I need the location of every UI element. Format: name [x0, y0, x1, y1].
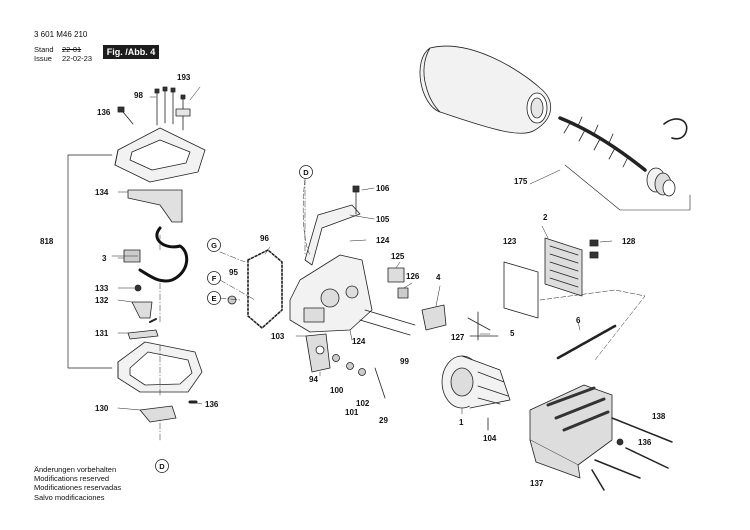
part-label: 124 [376, 236, 390, 245]
screw-136-top [122, 111, 134, 125]
part-label: 96 [260, 234, 269, 243]
issue-value: 22-02-23 [62, 54, 93, 63]
bracket-818 [67, 154, 113, 369]
bush-95 [227, 295, 237, 305]
part-4 [421, 304, 447, 331]
part-label: 138 [652, 412, 666, 421]
part-label: 95 [229, 268, 238, 277]
handle-frame-top [114, 127, 206, 183]
marker-e [207, 291, 221, 305]
cover-137 [529, 384, 613, 479]
part-126 [397, 287, 409, 299]
foot-130 [139, 405, 177, 423]
screws-138-136 [591, 417, 673, 491]
part-label: 818 [40, 237, 54, 246]
part-label: 3 [102, 254, 107, 263]
part-label: 131 [95, 329, 109, 338]
part-125 [387, 267, 405, 283]
section-markers [155, 165, 313, 473]
part-label: 123 [503, 237, 517, 246]
document-number: 3 601 M46 210 [34, 30, 88, 39]
bolt-102 [358, 368, 366, 376]
marker-g-label: G [211, 241, 217, 250]
filter-123 [503, 261, 539, 319]
screws-98 [154, 86, 186, 131]
issue-label: Issue [34, 54, 52, 63]
part-label: 104 [483, 434, 497, 443]
part-labels: 193 98 136 134 3 133 132 131 130 136 818… [40, 73, 666, 488]
part-label: 101 [345, 408, 359, 417]
bolt-101 [346, 362, 354, 370]
dust-bag-drawing [419, 45, 552, 134]
part-label: 102 [356, 399, 370, 408]
part-label: 125 [391, 252, 405, 261]
part-label: 6 [576, 316, 581, 325]
heatsink-2 [544, 237, 583, 297]
part-label: 193 [177, 73, 191, 82]
modification-notes: Änderungen vorbehalten Modifications res… [34, 465, 121, 502]
part-label: 134 [95, 188, 109, 197]
part-label: 136 [205, 400, 219, 409]
figure-badge: Fig. /Abb. 4 [103, 45, 159, 59]
part-label: 103 [271, 332, 285, 341]
small-parts-131-133 [127, 284, 159, 340]
stand-label: Stand [34, 45, 54, 54]
part-label: 136 [638, 438, 652, 447]
rod-6 [556, 324, 617, 360]
cable-3 [138, 226, 189, 283]
part-label: 136 [97, 108, 111, 117]
marker-g [207, 238, 221, 252]
part-label: 1 [459, 418, 464, 427]
part-label: 100 [330, 386, 344, 395]
marker-e-label: E [211, 294, 216, 303]
part-label: 132 [95, 296, 109, 305]
marker-d-bottom-label: D [159, 462, 165, 471]
part-label: 94 [309, 375, 318, 384]
stand-value: 22-01 [62, 45, 82, 54]
part-label: 127 [451, 333, 465, 342]
part-label: 2 [543, 213, 548, 222]
part-label: 128 [622, 237, 636, 246]
part-label: 137 [530, 479, 544, 488]
screws-128 [589, 239, 599, 247]
marker-d-bottom [155, 459, 169, 473]
gasket-96 [247, 249, 283, 329]
part-label: 126 [406, 272, 420, 281]
part-label: 29 [379, 416, 388, 425]
bolt-100 [332, 354, 340, 362]
part-5 [467, 311, 499, 341]
motor-1 [441, 355, 511, 409]
part-label: 124 [352, 337, 366, 346]
note-line: Modificationes reservadas [34, 483, 122, 493]
part-label: 130 [95, 404, 109, 413]
pins-99-29 [359, 309, 416, 399]
part-label: 175 [514, 177, 528, 186]
marker-d-top [299, 165, 313, 179]
part-label: 98 [134, 91, 143, 100]
part-label: 99 [400, 357, 409, 366]
note-line: Änderungen vorbehalten [34, 465, 117, 474]
handle-105 [304, 204, 361, 266]
note-line: Modifications reserved [34, 474, 110, 484]
part-134 [127, 189, 183, 223]
part-label: 4 [436, 273, 441, 282]
main-housing [289, 254, 373, 333]
marker-f-label: F [212, 274, 217, 283]
part-label: 133 [95, 284, 109, 293]
marker-f [207, 271, 221, 285]
tube-drawing [558, 116, 688, 197]
marker-d-top-label: D [303, 168, 309, 177]
part-label: 5 [510, 329, 515, 338]
note-line: Salvo modificaciones [34, 492, 105, 502]
cap-193 [175, 108, 191, 117]
part-label: 106 [376, 184, 390, 193]
part-label: 105 [376, 215, 390, 224]
